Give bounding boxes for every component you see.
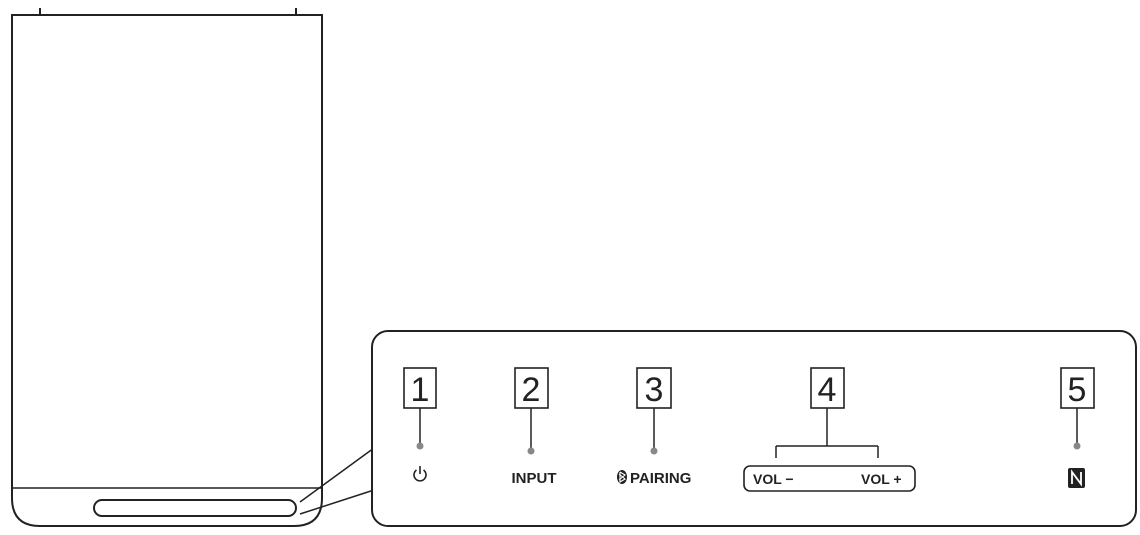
control-strip — [93, 499, 297, 517]
callout-2: 2 INPUT — [512, 367, 557, 487]
zoom-leader-lines — [299, 447, 375, 515]
bluetooth-icon — [617, 470, 627, 484]
vol-plus-label: VOL + — [861, 471, 902, 487]
pairing-label: PAIRING — [630, 470, 691, 487]
callout-number-2: 2 — [522, 371, 541, 409]
callout-number-1: 1 — [411, 371, 430, 409]
callout-3: 3 PAIRING — [617, 367, 691, 487]
callout-5: 5 — [1060, 367, 1095, 488]
callout-4: 4 VOL − VOL + — [743, 367, 916, 492]
zoom-panel — [371, 330, 1137, 527]
callout-number-3: 3 — [645, 371, 664, 409]
callout-1: 1 — [403, 367, 437, 482]
volume-button-strip — [743, 465, 916, 492]
input-label: INPUT — [512, 470, 557, 487]
power-icon — [413, 466, 427, 482]
speaker-body — [11, 8, 323, 527]
callout-number-5: 5 — [1068, 371, 1087, 409]
nfc-icon — [1068, 468, 1085, 488]
callout-number-4: 4 — [818, 371, 837, 409]
vol-minus-label: VOL − — [753, 471, 794, 487]
